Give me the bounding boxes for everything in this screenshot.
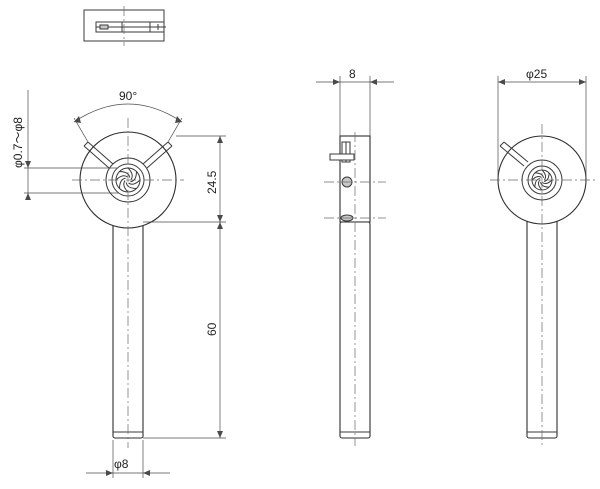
iris-blade <box>128 179 141 185</box>
aperture-range-label: φ0.7～φ8 <box>11 117 25 168</box>
lever-arm-left <box>83 141 114 169</box>
iris-blades-back <box>531 169 553 191</box>
iris-blade <box>542 179 553 185</box>
iris-blade <box>537 180 543 191</box>
iris-blade <box>130 171 137 183</box>
side-view: 8 <box>316 67 394 446</box>
lever-arm-right <box>142 141 173 169</box>
iris-blade <box>125 182 137 189</box>
head-offset-label: 24.5 <box>205 170 219 194</box>
back-view: φ25 <box>490 67 596 448</box>
iris-blade <box>541 169 547 180</box>
iris-blade <box>534 178 541 188</box>
front-view: 90° φ0.7～φ8 24.5 60 φ8 <box>11 89 226 478</box>
iris-blades <box>115 167 141 193</box>
iris-blade <box>531 175 542 181</box>
rod-length-label: 60 <box>205 322 219 336</box>
thickness-label: 8 <box>349 67 356 81</box>
iris-blade <box>543 172 550 182</box>
angle-label: 90° <box>119 89 137 103</box>
top-view <box>83 6 166 46</box>
iris-blade <box>123 180 129 193</box>
iris-blade <box>540 181 550 188</box>
iris-blade <box>119 177 126 189</box>
rod-diameter-label: φ8 <box>114 457 129 471</box>
iris-blade <box>115 175 128 181</box>
iris-blade <box>127 167 133 180</box>
iris-blade <box>119 171 131 178</box>
outer-diameter-label: φ25 <box>526 67 547 81</box>
iris-blade <box>534 172 544 179</box>
